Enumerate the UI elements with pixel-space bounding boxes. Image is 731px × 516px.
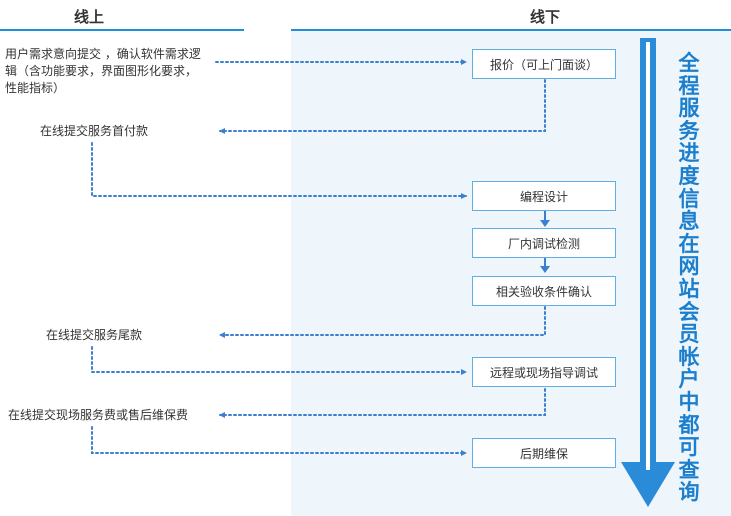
online-header-underline <box>0 29 244 31</box>
offline-step-quote: 报价（可上门面谈） <box>472 49 616 79</box>
online-step-finalpayment: 在线提交服务尾款 <box>46 328 143 342</box>
offline-header-underline <box>291 29 731 31</box>
offline-step-programming: 编程设计 <box>472 181 616 211</box>
connector-acceptance-to-finalpayment <box>219 306 546 338</box>
connector-quote-to-downpayment <box>219 79 546 134</box>
online-step-servicefee: 在线提交现场服务费或售后维保费 <box>8 408 189 422</box>
connector-downpayment-to-programming <box>91 142 467 199</box>
online-header: 线上 <box>74 8 105 26</box>
offline-area-background <box>291 31 731 516</box>
offline-step-maintenance: 后期维保 <box>472 438 616 468</box>
connector-finalpayment-to-debugging <box>91 346 467 375</box>
offline-step-debugging: 远程或现场指导调试 <box>472 357 616 387</box>
connector-servicefee-to-maintenance <box>91 426 467 456</box>
offline-step-acceptance: 相关验收条件确认 <box>472 276 616 306</box>
online-step-requirements: 用户需求意向提交 ，确认软件需求逻辑（含功能要求，界面图形化要求，性能指标） <box>5 47 201 95</box>
progress-side-note: 全程服务进度信息在网站会员帐户中都可查询 <box>678 51 700 505</box>
online-step-downpayment: 在线提交服务首付款 <box>40 124 149 138</box>
progress-arrow <box>621 38 675 507</box>
offline-step-testing: 厂内调试检测 <box>472 228 616 258</box>
connector-debugging-to-servicefee <box>219 388 546 418</box>
offline-header: 线下 <box>530 8 561 26</box>
